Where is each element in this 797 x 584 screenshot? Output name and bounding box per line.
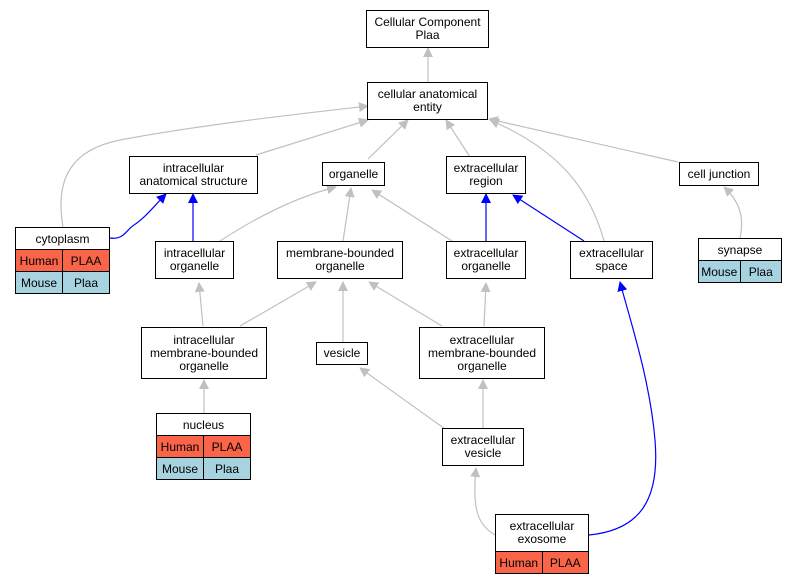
node-cell-junction[interactable]: cell junction bbox=[679, 162, 759, 186]
node-title: nucleus bbox=[157, 414, 250, 436]
edge-cj-cae bbox=[488, 116, 679, 163]
edge-exosome-ecs bbox=[588, 281, 657, 536]
node-intracellular-membrane-bounded-organelle[interactable]: intracellular membrane-bounded organelle bbox=[141, 327, 267, 379]
edge-imbo-mbo bbox=[239, 281, 317, 327]
species-row-mouse: Mouse Plaa bbox=[157, 457, 250, 479]
gene-label: PLAA bbox=[541, 552, 589, 573]
node-label-line: extracellular bbox=[509, 519, 575, 534]
node-cellular-anatomical-entity[interactable]: cellular anatomical entity bbox=[367, 82, 488, 120]
node-extracellular-membrane-bounded-organelle[interactable]: extracellular membrane-bounded organelle bbox=[419, 327, 545, 379]
node-organelle[interactable]: organelle bbox=[322, 162, 385, 186]
node-title: extracellular exosome bbox=[496, 515, 588, 553]
node-label-line: entity bbox=[413, 100, 442, 114]
species-row-mouse: Mouse Plaa bbox=[699, 261, 781, 282]
node-label-line: organelle bbox=[169, 259, 220, 273]
edge-ecs-cae bbox=[489, 118, 605, 242]
node-extracellular-vesicle[interactable]: extracellular vesicle bbox=[442, 428, 524, 466]
species-label: Human bbox=[499, 555, 539, 570]
node-label-line: space bbox=[595, 259, 628, 273]
node-label-line: organelle bbox=[179, 358, 229, 373]
gene-label: Plaa bbox=[739, 261, 782, 282]
gene-label: Plaa bbox=[203, 458, 250, 479]
node-label-line: vesicle bbox=[323, 346, 361, 360]
node-label-line: Cellular Component bbox=[374, 15, 481, 29]
edge-ias-cae bbox=[255, 117, 369, 156]
gene-label: PLAA bbox=[62, 250, 109, 271]
node-intracellular-organelle[interactable]: intracellular organelle bbox=[155, 241, 234, 279]
node-cellular-component[interactable]: Cellular Component Plaa bbox=[366, 10, 489, 48]
node-label-line: anatomical structure bbox=[139, 174, 248, 188]
edge-cytoplasm-ias bbox=[109, 193, 167, 239]
edge-exosome-ecv bbox=[470, 467, 496, 536]
node-label-line: cellular anatomical bbox=[377, 87, 478, 101]
edge-cytoplasm-cae bbox=[60, 102, 369, 228]
species-label: Mouse bbox=[20, 275, 58, 290]
species-label: Human bbox=[19, 253, 59, 268]
node-title: cytoplasm bbox=[16, 228, 109, 250]
node-label-line: extracellular bbox=[450, 433, 516, 447]
node-synapse[interactable]: synapse Mouse Plaa bbox=[698, 238, 782, 283]
node-label-line: Plaa bbox=[415, 28, 440, 42]
edge-eco-organelle bbox=[371, 189, 453, 242]
node-label-line: vesicle bbox=[464, 446, 502, 460]
node-title: synapse bbox=[699, 239, 781, 261]
node-intracellular-anatomical-structure[interactable]: intracellular anatomical structure bbox=[129, 156, 258, 194]
edge-synapse-cj bbox=[723, 186, 743, 239]
species-label: Mouse bbox=[161, 461, 199, 476]
edge-ecv-vesicle bbox=[359, 367, 446, 430]
species-row-human: Human PLAA bbox=[157, 436, 250, 457]
node-label-line: membrane-bounded bbox=[285, 246, 395, 260]
gene-label: Plaa bbox=[62, 272, 109, 293]
edge-ecr-cae bbox=[445, 119, 471, 158]
node-label-line: intracellular bbox=[173, 332, 235, 347]
node-label-line: organelle bbox=[461, 259, 511, 273]
node-extracellular-exosome[interactable]: extracellular exosome Human PLAA bbox=[495, 514, 589, 574]
node-label-line: extracellular bbox=[449, 332, 515, 347]
species-label: Mouse bbox=[701, 264, 738, 279]
node-label-line: extracellular bbox=[579, 246, 644, 260]
node-label-line: organelle bbox=[328, 166, 379, 181]
node-label-line: cell junction bbox=[687, 166, 751, 181]
edge-io-organelle bbox=[219, 184, 337, 242]
gene-label: PLAA bbox=[203, 436, 250, 457]
node-extracellular-region[interactable]: extracellular region bbox=[446, 156, 526, 194]
node-label-line: membrane-bounded bbox=[427, 345, 537, 360]
species-row-human: Human PLAA bbox=[16, 250, 109, 271]
node-label-line: extracellular bbox=[453, 246, 519, 260]
node-membrane-bounded-organelle[interactable]: membrane-bounded organelle bbox=[277, 241, 403, 279]
edge-ecs-ecr bbox=[512, 194, 585, 242]
node-label-line: membrane-bounded bbox=[149, 345, 259, 360]
edge-imbo-io bbox=[194, 282, 205, 327]
node-extracellular-organelle[interactable]: extracellular organelle bbox=[446, 241, 526, 279]
species-label: Human bbox=[160, 439, 200, 454]
species-row-human: Human PLAA bbox=[496, 552, 588, 573]
node-nucleus[interactable]: nucleus Human PLAA Mouse Plaa bbox=[156, 413, 251, 480]
node-label-line: intracellular bbox=[163, 246, 226, 260]
node-label-line: exosome bbox=[517, 532, 567, 547]
edge-embo-mbo bbox=[368, 281, 443, 327]
node-label-line: organelle bbox=[457, 358, 507, 373]
edge-embo-eco bbox=[480, 282, 491, 327]
edge-organelle-cae bbox=[367, 119, 409, 160]
species-row-mouse: Mouse Plaa bbox=[16, 271, 109, 293]
node-label-line: organelle bbox=[315, 259, 365, 273]
node-label-line: intracellular bbox=[162, 161, 225, 175]
node-label-line: region bbox=[469, 174, 503, 188]
node-vesicle[interactable]: vesicle bbox=[316, 342, 368, 365]
node-label-line: extracellular bbox=[453, 161, 519, 175]
node-extracellular-space[interactable]: extracellular space bbox=[570, 241, 653, 279]
edge-mbo-organelle bbox=[342, 187, 355, 242]
node-cytoplasm[interactable]: cytoplasm Human PLAA Mouse Plaa bbox=[15, 227, 110, 294]
